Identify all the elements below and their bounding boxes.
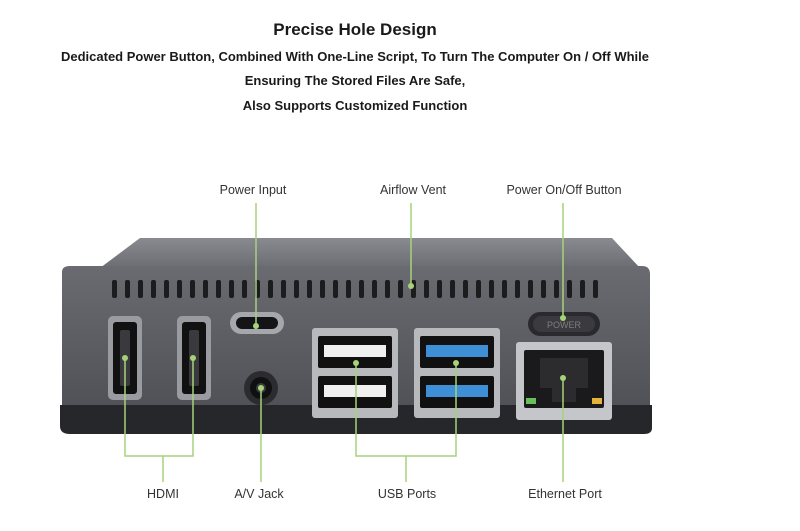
power-button-label: POWER [547, 320, 582, 330]
case-top [100, 238, 640, 268]
callout-power-input: Power Input [219, 183, 287, 197]
ethernet-port [516, 342, 612, 420]
leader-lines [124, 203, 564, 482]
leader-dots [122, 283, 566, 391]
power-button: POWER [528, 312, 600, 336]
leader-hdmi [124, 358, 194, 457]
callout-usb-ports: USB Ports [377, 487, 437, 501]
callout-power-button: Power On/Off Button [506, 183, 622, 197]
callout-av-jack: A/V Jack [234, 487, 284, 501]
subtitle-line-2: Ensuring The Stored Files Are Safe, [244, 73, 466, 88]
airflow-vent [112, 280, 598, 298]
subtitle-line-3: Also Supports Customized Function [242, 98, 468, 113]
power-input-port [230, 312, 284, 334]
callout-airflow-vent: Airflow Vent [379, 183, 447, 197]
usb2-stack [312, 328, 398, 418]
usb3-stack [414, 328, 500, 418]
subtitle-line-1: Dedicated Power Button, Combined With On… [60, 49, 649, 64]
callout-ethernet-port: Ethernet Port [528, 487, 602, 501]
page-title: Precise Hole Design [273, 20, 437, 39]
callout-hdmi: HDMI [147, 487, 179, 501]
